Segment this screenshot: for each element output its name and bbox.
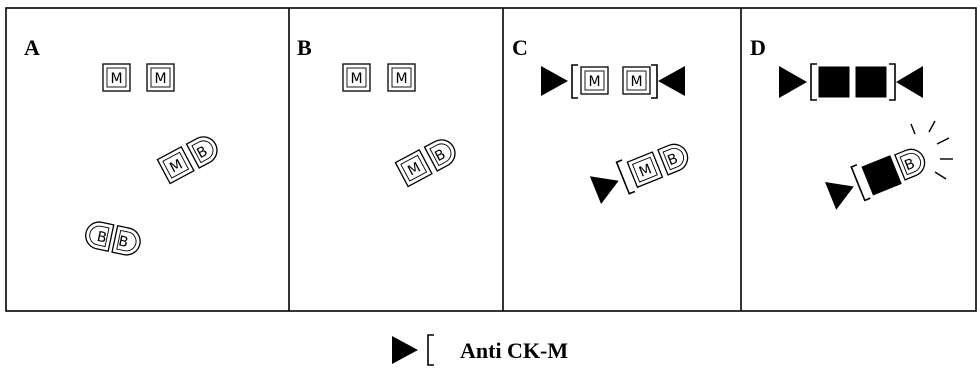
antibody-icon (589, 176, 619, 205)
ck-mb-dimer: M B (156, 136, 218, 185)
subunit-m-label: M (588, 74, 600, 90)
inhibited-ck-mm-complex (779, 63, 923, 101)
panel-label-b: B (297, 35, 312, 60)
ck-mm-antibody-complex: M M (541, 64, 685, 99)
panel-d: B (779, 63, 953, 210)
panel-label-a: A (24, 35, 40, 60)
antibody-bracket-icon (850, 164, 871, 202)
antibody-bracket-icon (571, 64, 578, 99)
antibody-bracket-icon (615, 159, 636, 195)
ck-mm-dimer: M M (102, 63, 175, 92)
legend-label: Anti CK-M (460, 338, 568, 363)
ck-bb-dimer: B B (85, 221, 141, 256)
panel-b: M M M B (342, 63, 456, 188)
ck-mm-dimer: M M (342, 63, 416, 92)
antibody-icon (541, 66, 568, 96)
subunit-m-label: M (395, 71, 407, 87)
antibody-icon (824, 181, 854, 210)
subunit-m-label: M (154, 71, 166, 87)
ck-mb-antibody-complex: M B (589, 143, 689, 205)
antibody-icon (658, 66, 685, 96)
antibody-bracket-icon (651, 64, 658, 99)
subunit-b-label: B (117, 233, 130, 251)
legend: Anti CK-M (392, 334, 568, 366)
activity-rays-icon (910, 120, 953, 180)
inhibited-m-subunit (818, 66, 850, 98)
inhibited-m-subunit (855, 66, 887, 98)
panel-label-d: D (750, 35, 766, 60)
antibody-bracket-icon (889, 63, 896, 101)
ck-mb-dimer: M B (394, 139, 456, 188)
panel-label-c: C (512, 35, 528, 60)
panel-a: M M M B B B (85, 63, 218, 256)
panel-frame (5, 7, 977, 312)
subunit-b-label: B (95, 229, 108, 247)
antibody-bracket-icon (427, 334, 434, 366)
active-b-subunit-complex: B (824, 148, 926, 210)
antibody-bracket-icon (810, 63, 817, 101)
inhibited-m-subunit (861, 155, 902, 196)
antibody-icon (779, 66, 807, 98)
subunit-m-label: M (350, 71, 362, 87)
subunit-m-label: M (637, 161, 654, 180)
subunit-m-label: M (630, 74, 642, 90)
subunit-m-label: M (110, 71, 122, 87)
antibody-icon (896, 66, 923, 98)
antibody-icon (392, 336, 418, 364)
panel-c: M M M B (541, 64, 689, 205)
